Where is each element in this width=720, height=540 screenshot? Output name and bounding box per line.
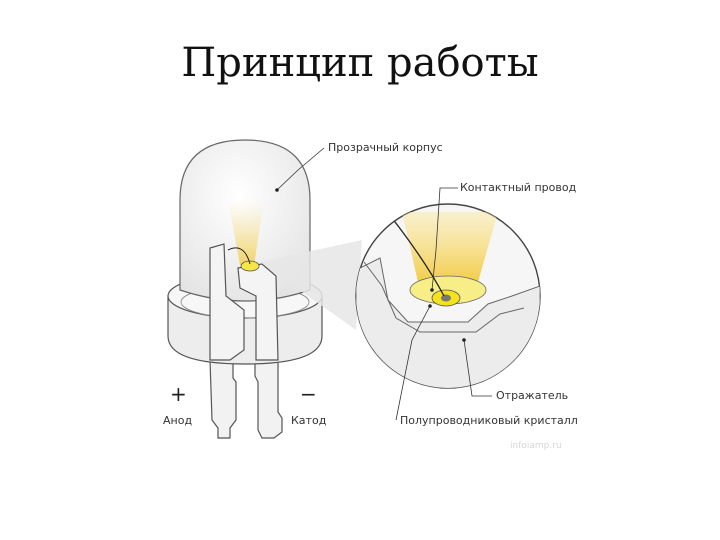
label-cathode: Катод [291, 414, 327, 427]
label-reflector: Отражатель [496, 389, 568, 402]
led [168, 140, 362, 438]
watermark: infoiamp.ru [510, 441, 562, 451]
label-transparent-body: Прозрачный корпус [328, 141, 443, 154]
led-leads [210, 360, 282, 438]
label-contact-wire: Контактный провод [460, 181, 577, 194]
label-anode: Анод [163, 414, 192, 427]
plus-sign: + [170, 382, 187, 406]
minus-sign: − [300, 382, 317, 406]
magnified-view [356, 204, 540, 400]
label-semiconductor-crystal: Полупроводниковый кристалл [400, 414, 578, 427]
